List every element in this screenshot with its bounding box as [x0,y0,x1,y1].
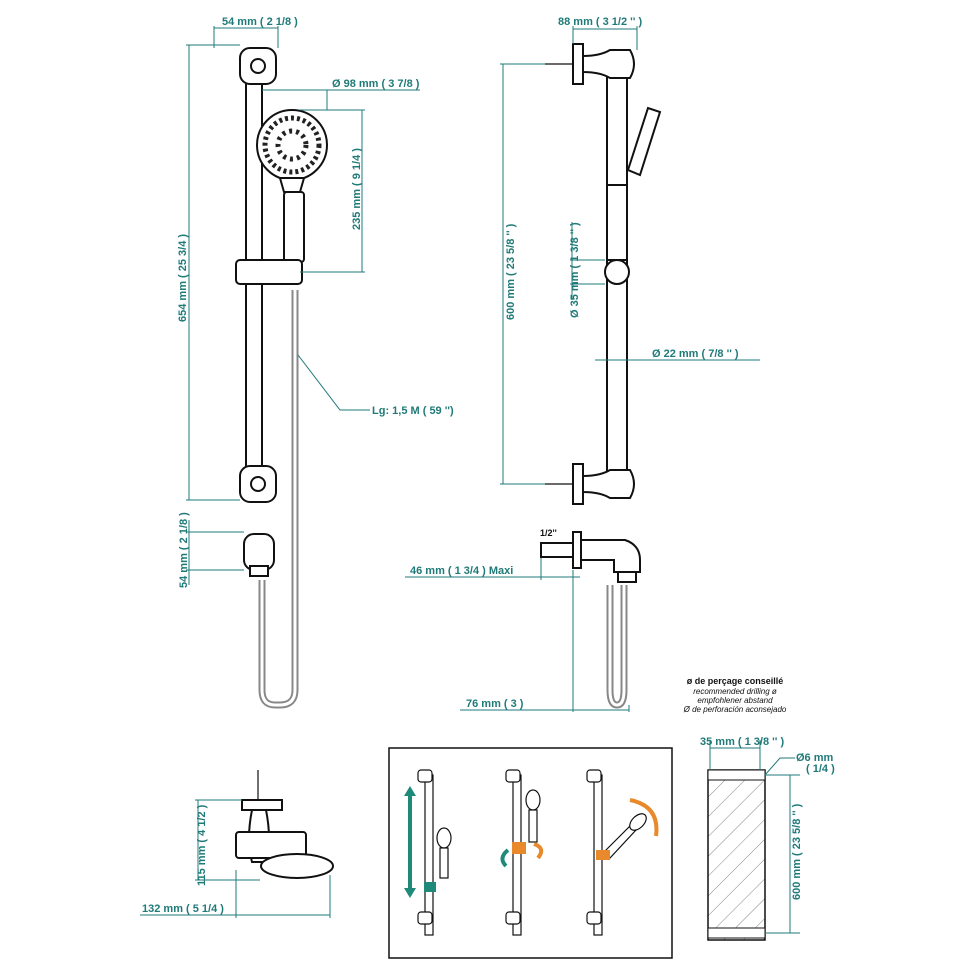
drilling-note-es: Ø de perforación aconsejado [683,705,787,714]
dim-handshower-length: 235 mm ( 9 1/4 ) [351,148,363,230]
drill-template: 35 mm ( 1 3/8 '' ) Ø6 mm ( 1/4 ) 600 mm … [700,736,835,941]
soap-dish [260,853,334,879]
dim-outlet-size: 54 mm ( 2 1/8 ) [178,512,190,588]
rotate-arrow-icon [500,848,510,868]
side-slider [604,259,630,285]
dim-bracket-spacing: 54 mm ( 2 1/8 ) [222,16,298,28]
drilling-note: ø de perçage conseillé recommended drill… [683,676,787,714]
dim-soap-height: 115 mm ( 4 1/2 ) [196,804,208,886]
slider [235,259,303,285]
usage-panel [388,747,673,959]
side-shower-head [626,106,662,177]
usage-panel-frame [388,747,673,959]
dim-bar-diameter: Ø 22 mm ( 7/8 '' ) [652,348,739,360]
wall-section [707,769,766,941]
dim-slider-diameter: Ø 35 mm ( 1 3/8 '' ) [569,222,581,318]
drilling-note-de: empfohlener abstand [697,696,773,705]
side-view: 88 mm ( 3 1/2 '' ) 600 mm ( 23 5/8 '' ) … [405,16,760,712]
dim-hose-length: Lg: 1,5 M ( 59 '') [372,405,454,417]
tilt-arrow-icon [629,798,659,837]
usage-step-height-adjust [404,769,452,936]
dim-soap-depth: 132 mm ( 5 1/4 ) [142,903,224,915]
dim-hole-diameter-in: ( 1/4 ) [806,763,835,775]
dim-bracket-depth: 88 mm ( 3 1/2 '' ) [558,16,642,28]
drilling-note-title: ø de perçage conseillé [687,676,784,686]
dim-total-height: 654 mm ( 25 3/4 ) [177,234,189,322]
dim-head-diameter: Ø 98 mm ( 3 7/8 ) [332,78,420,90]
front-view: 54 mm ( 2 1/8 ) Ø 98 mm ( 3 7/8 ) 235 mm… [177,16,454,709]
usage-step-tilt-head [586,769,659,936]
side-top-plate [572,43,584,85]
side-bottom-plate [572,463,584,505]
rotate-arrow-orange-icon [533,842,544,860]
dim-template-width: 35 mm ( 1 3/8 '' ) [700,736,784,748]
handle [283,191,305,263]
label-thread: 1/2'' [540,528,557,538]
dim-fixing-distance: 600 mm ( 23 5/8 '' ) [505,223,517,320]
drilling-note-en: recommended drilling ø [693,687,777,696]
usage-step-rotate-slider [500,769,544,936]
dim-outlet-projection: 46 mm ( 1 3/4 ) Maxi [410,565,513,577]
wall-outlet [243,533,275,571]
side-elbow-outlet [580,539,641,573]
dim-outlet-depth: 76 mm ( 3 ) [466,698,524,710]
soap-dish-view: 115 mm ( 4 1/2 ) 132 mm ( 5 1/4 ) [140,770,334,918]
dim-hole-diameter: Ø6 mm [796,752,834,764]
dim-template-spacing: 600 mm ( 23 5/8 '' ) [791,803,803,900]
soap-wall-plate [241,799,283,811]
